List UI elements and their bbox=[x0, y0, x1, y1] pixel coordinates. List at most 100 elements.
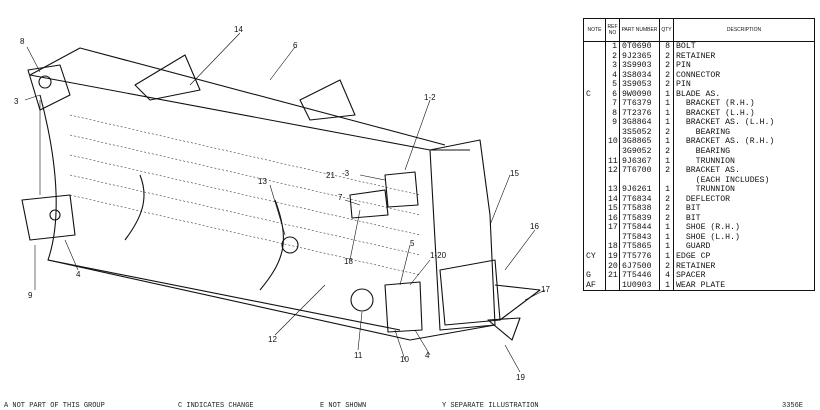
shoe bbox=[494, 284, 541, 321]
callout-11: 11 bbox=[354, 351, 363, 360]
description-cell: WEAR PLATE bbox=[673, 280, 815, 292]
qty-cell: 2 bbox=[659, 194, 674, 205]
deflector-right bbox=[259, 199, 284, 291]
description-cell: SHOE (R.H.) bbox=[673, 223, 815, 233]
trunnion-11 bbox=[350, 288, 374, 312]
description-cell: PIN bbox=[673, 80, 815, 90]
description-cell: RETAINER bbox=[673, 261, 815, 272]
part-number-cell: 9W0090 bbox=[619, 89, 660, 100]
header-description: DESCRIPTION bbox=[673, 18, 815, 42]
part-number-cell: 9J2365 bbox=[619, 51, 660, 62]
part-number-cell: 7T5839 bbox=[619, 213, 660, 224]
qty-cell bbox=[659, 175, 674, 186]
top-bracket-left bbox=[134, 54, 201, 101]
description-cell: BRACKET AS. (L.H.) bbox=[673, 118, 815, 128]
part-number-cell: 3S9903 bbox=[619, 61, 660, 71]
note-cell bbox=[583, 175, 606, 186]
callout-5: 5 bbox=[410, 239, 415, 248]
callout-13: 13 bbox=[258, 177, 267, 186]
left-trunnion-bracket bbox=[21, 194, 76, 241]
pin-left bbox=[38, 75, 52, 89]
note-cell bbox=[583, 108, 606, 119]
wear-plate bbox=[439, 259, 501, 326]
blade-back-top bbox=[29, 47, 446, 146]
part-number-cell: 3G8865 bbox=[619, 137, 660, 148]
part-number-cell: 3S5052 bbox=[619, 127, 660, 138]
qty-cell: 1 bbox=[659, 232, 674, 243]
note-cell bbox=[583, 204, 606, 214]
guard bbox=[349, 189, 389, 219]
qty-cell: 2 bbox=[659, 61, 674, 71]
deflector-left bbox=[124, 174, 145, 241]
part-number-cell: 3S9053 bbox=[619, 80, 660, 90]
qty-cell: 2 bbox=[659, 51, 674, 62]
note-cell bbox=[583, 147, 606, 157]
blade-cutting-edge bbox=[47, 259, 496, 341]
part-number-cell: 9J6367 bbox=[619, 156, 660, 167]
note-cell bbox=[583, 213, 606, 224]
description-cell: DEFLECTOR bbox=[673, 194, 815, 205]
callout-18: 18 bbox=[344, 257, 353, 266]
ref-no-cell: 6 bbox=[605, 89, 620, 100]
callout-6: 6 bbox=[293, 41, 298, 50]
ref-no-cell: 2 bbox=[605, 51, 620, 62]
legend-c: C INDICATES CHANGE bbox=[178, 402, 254, 410]
ref-no-cell: 1 bbox=[605, 41, 620, 52]
callout-3: 3 bbox=[14, 97, 19, 106]
ref-no-cell: 15 bbox=[605, 204, 620, 214]
qty-cell: 2 bbox=[659, 80, 674, 90]
callout-1-2: 1-2 bbox=[424, 93, 436, 102]
qty-cell: 1 bbox=[659, 108, 674, 119]
callout-14: 14 bbox=[234, 25, 243, 34]
description-cell: SHOE (L.H.) bbox=[673, 232, 815, 243]
qty-cell: 1 bbox=[659, 242, 674, 253]
note-cell bbox=[583, 242, 606, 253]
callout-8: 8 bbox=[20, 37, 25, 46]
description-cell: CONNECTOR bbox=[673, 70, 815, 81]
legend-e: E NOT SHOWN bbox=[320, 402, 367, 410]
description-cell: BRACKET (R.H.) bbox=[673, 99, 815, 109]
blade-exploded-drawing: 8 3 14 6 1-2 21 -3 7 15 16 17 13 18 5 1-… bbox=[14, 25, 550, 382]
description-cell: RETAINER bbox=[673, 51, 815, 62]
end-bit bbox=[487, 317, 521, 341]
qty-cell: 1 bbox=[659, 252, 674, 262]
part-number-cell bbox=[619, 175, 660, 186]
blade-end-plate bbox=[429, 139, 496, 331]
note-cell bbox=[583, 51, 606, 62]
qty-cell: 2 bbox=[659, 127, 674, 138]
ref-no-cell: 5 bbox=[605, 80, 620, 90]
ref-no-cell: 10 bbox=[605, 137, 620, 148]
callout-1-20: 1-20 bbox=[430, 251, 447, 260]
note-cell: C bbox=[583, 89, 606, 100]
description-cell: BIT bbox=[673, 213, 815, 224]
description-cell: GUARD bbox=[673, 242, 815, 253]
ref-no-cell bbox=[605, 232, 620, 243]
description-cell: TRUNNION bbox=[673, 185, 815, 195]
callout-21: 21 bbox=[326, 171, 335, 180]
part-number-cell: 7T2376 bbox=[619, 108, 660, 119]
legend-a: A NOT PART OF THIS GROUP bbox=[4, 402, 105, 410]
qty-cell: 2 bbox=[659, 147, 674, 157]
left-bracket-hole bbox=[49, 209, 61, 221]
callout-17: 17 bbox=[541, 285, 550, 294]
callout-9: 9 bbox=[28, 291, 33, 300]
qty-cell: 1 bbox=[659, 118, 674, 128]
ref-no-cell: 12 bbox=[605, 166, 620, 176]
qty-cell: 1 bbox=[659, 137, 674, 148]
description-cell: TRUNNION bbox=[673, 156, 815, 167]
callout-7: 7 bbox=[338, 193, 343, 202]
qty-cell: 1 bbox=[659, 99, 674, 109]
